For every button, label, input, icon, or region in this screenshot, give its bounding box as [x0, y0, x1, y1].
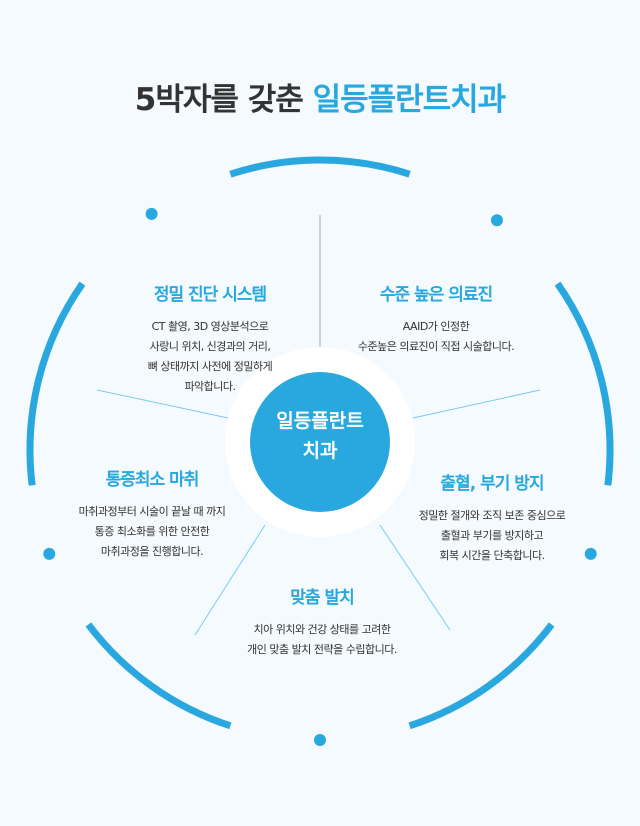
ring-arc	[229, 156, 411, 178]
ring-dot	[314, 734, 326, 746]
ring-dot	[490, 214, 503, 227]
center-circle	[250, 372, 390, 512]
ring-dot	[145, 207, 158, 220]
ring-arc	[408, 622, 555, 730]
ring-dot	[43, 547, 56, 560]
ring-dot	[584, 547, 597, 560]
divider-line	[379, 524, 451, 631]
page-title: 5박자를 갖춘 일등플란트치과	[134, 82, 506, 118]
divider-line	[194, 524, 266, 636]
ring-arc	[85, 622, 232, 730]
ring-arc	[26, 281, 86, 486]
divider-line	[96, 389, 229, 419]
ring-arc	[554, 281, 614, 486]
divider-line	[412, 389, 541, 419]
